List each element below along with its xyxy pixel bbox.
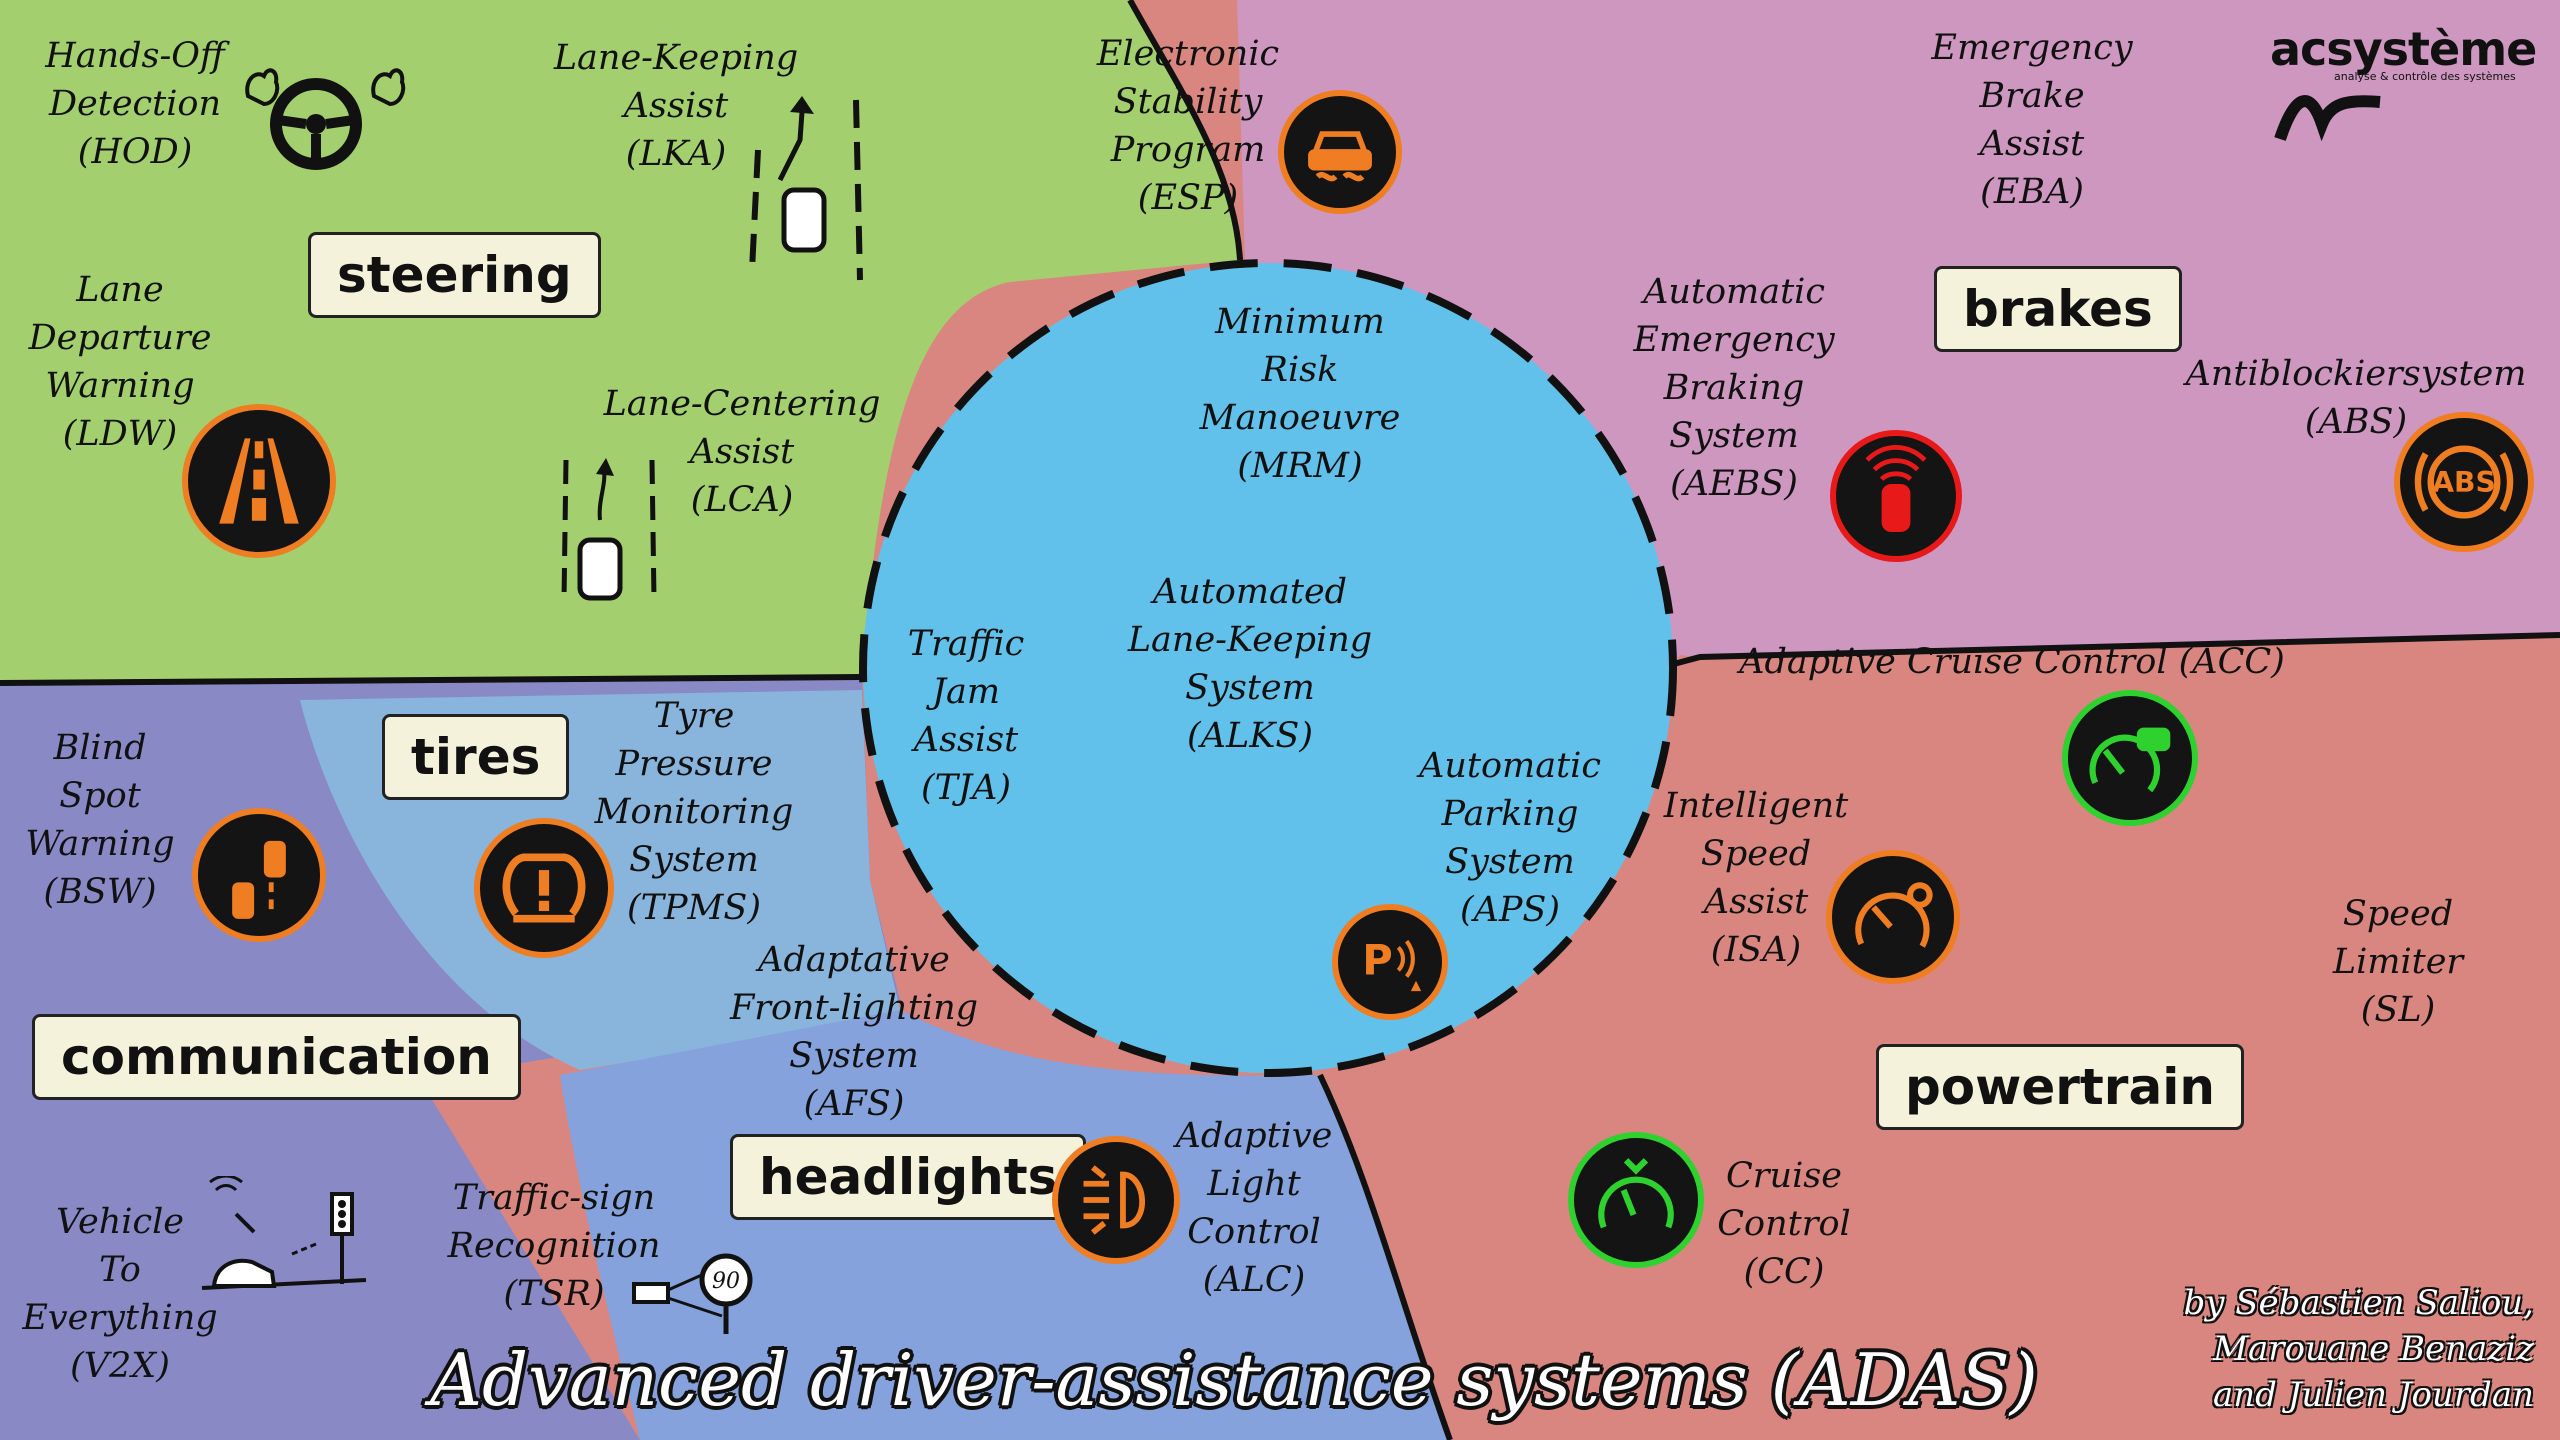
- center-circle: [859, 259, 1677, 1077]
- hod-steering-wheel-icon: [245, 68, 406, 170]
- category-brakes: brakes: [1934, 266, 2182, 352]
- isa-icon: [1826, 850, 1960, 984]
- label-abs: Antiblockiersystem(ABS): [2185, 354, 2527, 442]
- category-steering: steering: [308, 232, 601, 318]
- label-acc: Adaptive Cruise Control (ACC): [1739, 642, 2285, 682]
- border-line: [0, 674, 863, 686]
- category-communication: communication: [32, 1014, 521, 1100]
- bsw-icon: [192, 808, 326, 942]
- category-tires: tires: [382, 714, 570, 800]
- acsysteme-logo: acsystème analyse & contrôle des système…: [2270, 22, 2540, 142]
- aps-icon: P: [1332, 904, 1448, 1020]
- cc-icon: [1568, 1132, 1704, 1268]
- tpms-icon: [474, 818, 614, 958]
- category-headlights: headlights: [730, 1134, 1087, 1220]
- category-powertrain: powertrain: [1876, 1044, 2244, 1130]
- acc-icon: [2062, 690, 2198, 826]
- tsr-camera-speed-sign-icon: 90: [632, 1253, 753, 1334]
- svg-text:ABS: ABS: [2432, 466, 2496, 499]
- ldw-icon: [182, 404, 336, 558]
- svg-text:P: P: [1362, 935, 1393, 984]
- v2x-communication-icon: [201, 1176, 367, 1290]
- svg-text:90: 90: [712, 1269, 740, 1294]
- abs-icon: ABS: [2394, 412, 2534, 552]
- logo-name: acsystème: [2270, 22, 2537, 76]
- headlights-region: [560, 1010, 1450, 1440]
- esp-icon: [1278, 90, 1402, 214]
- logo-tagline: analyse & contrôle des systèmes: [2334, 70, 2516, 83]
- border-line: [1669, 632, 2560, 668]
- aebs-icon: [1830, 430, 1962, 562]
- page-title: Advanced driver-assistance systems (ADAS…: [430, 1338, 2038, 1422]
- alc-icon: [1052, 1136, 1180, 1264]
- lca-lane-car-icon: [561, 458, 657, 601]
- logo-mark-icon: [2274, 95, 2381, 142]
- lka-lane-car-icon: [749, 96, 863, 281]
- border-line: [1127, 0, 1243, 261]
- border-line: [1317, 1073, 1453, 1440]
